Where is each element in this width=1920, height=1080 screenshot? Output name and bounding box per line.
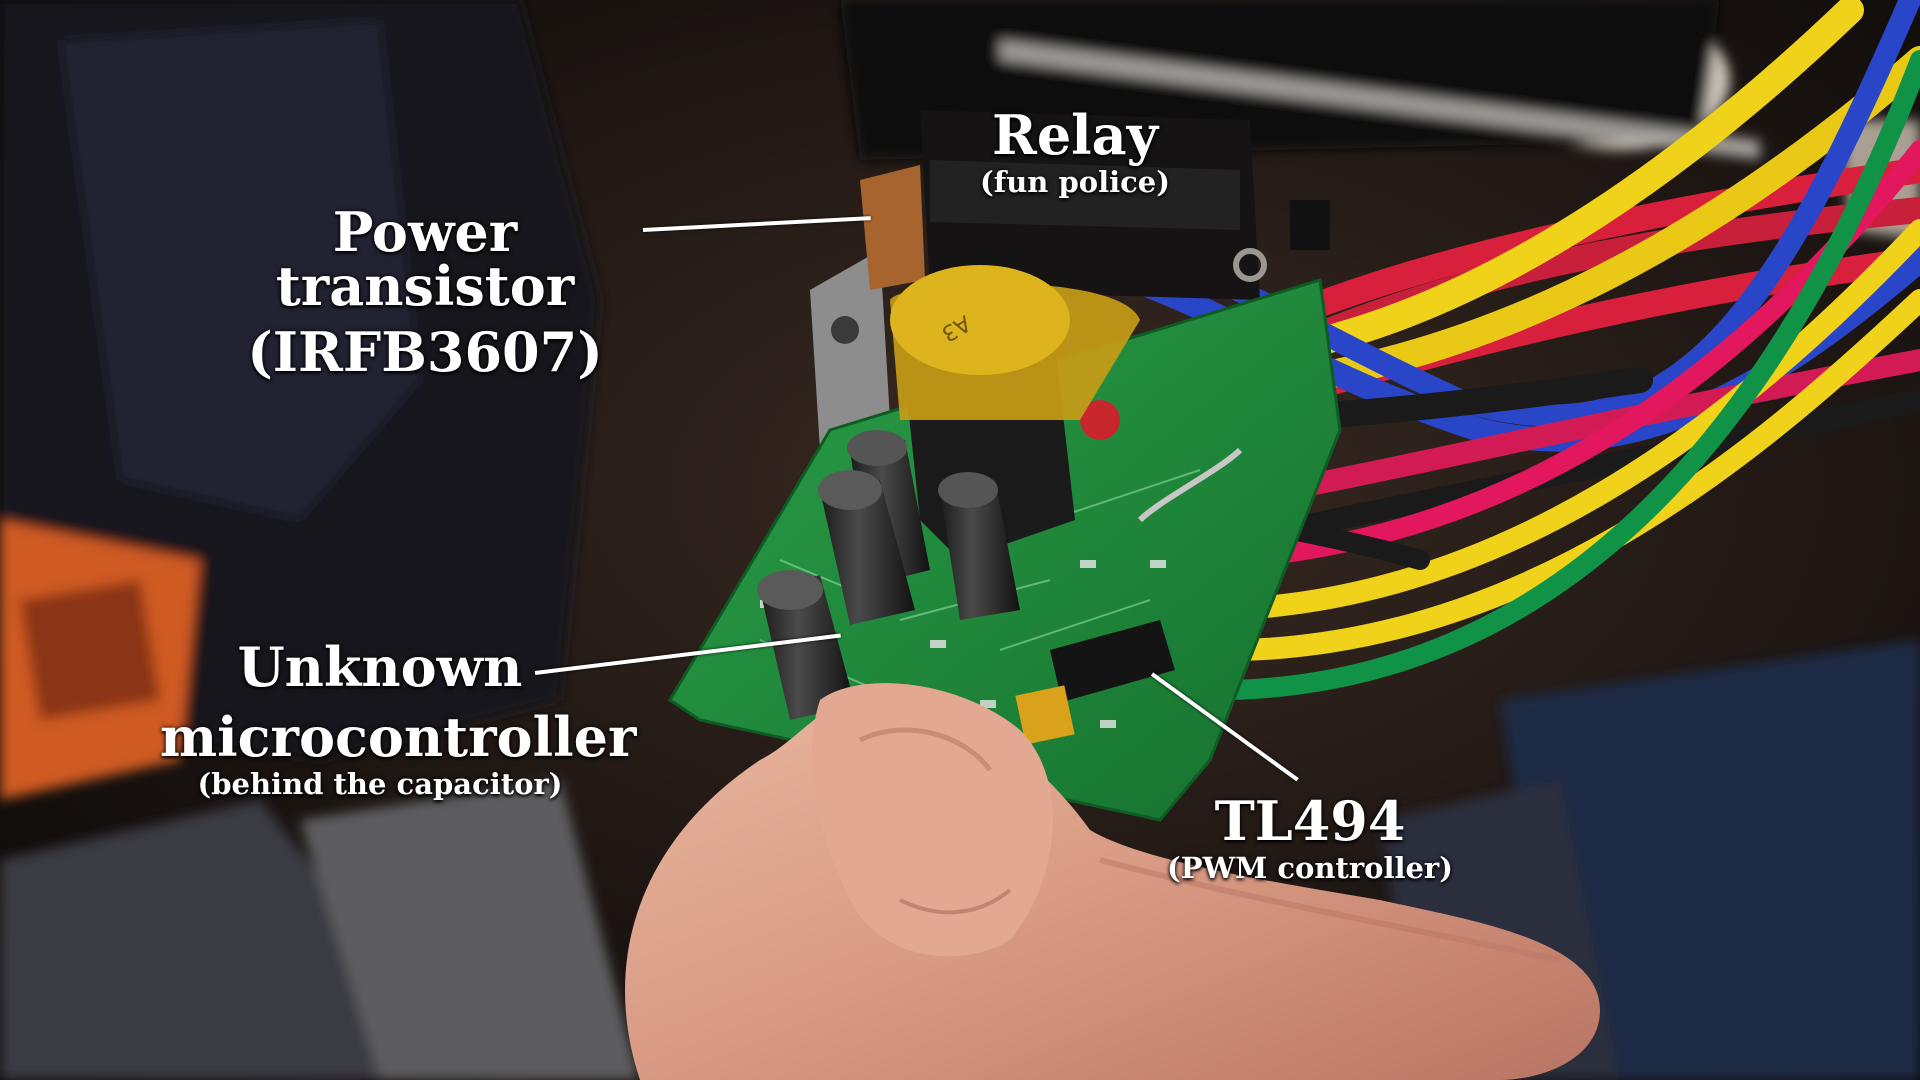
relay-sublabel: (fun police) <box>980 165 1170 199</box>
microcontroller-annotation: Unknown microcontroller (behind the capa… <box>160 635 637 801</box>
microcontroller-sublabel: (behind the capacitor) <box>197 767 563 801</box>
power-transistor-label: Power transistor <box>275 200 575 318</box>
relay-annotation: Relay (fun police) <box>960 108 1190 197</box>
power-transistor-component <box>810 165 925 450</box>
large-capacitor: A3 <box>890 265 1140 560</box>
power-transistor-sublabel: (IRFB3607) <box>247 320 603 384</box>
tl494-annotation: TL494 (PWM controller) <box>1160 794 1460 883</box>
power-transistor-annotation: Power transistor (IRFB3607) <box>190 205 660 379</box>
relay-label: Relay <box>991 103 1159 167</box>
microcontroller-label-line1: Unknown <box>237 635 523 699</box>
relay-component <box>920 110 1330 300</box>
tl494-label: TL494 <box>1214 789 1406 853</box>
electrolytic-capacitors <box>757 430 1020 720</box>
tl494-chip <box>1050 620 1175 702</box>
hand <box>625 683 1600 1080</box>
tl494-sublabel: (PWM controller) <box>1167 851 1453 885</box>
microcontroller-label-line2: microcontroller <box>160 705 637 769</box>
